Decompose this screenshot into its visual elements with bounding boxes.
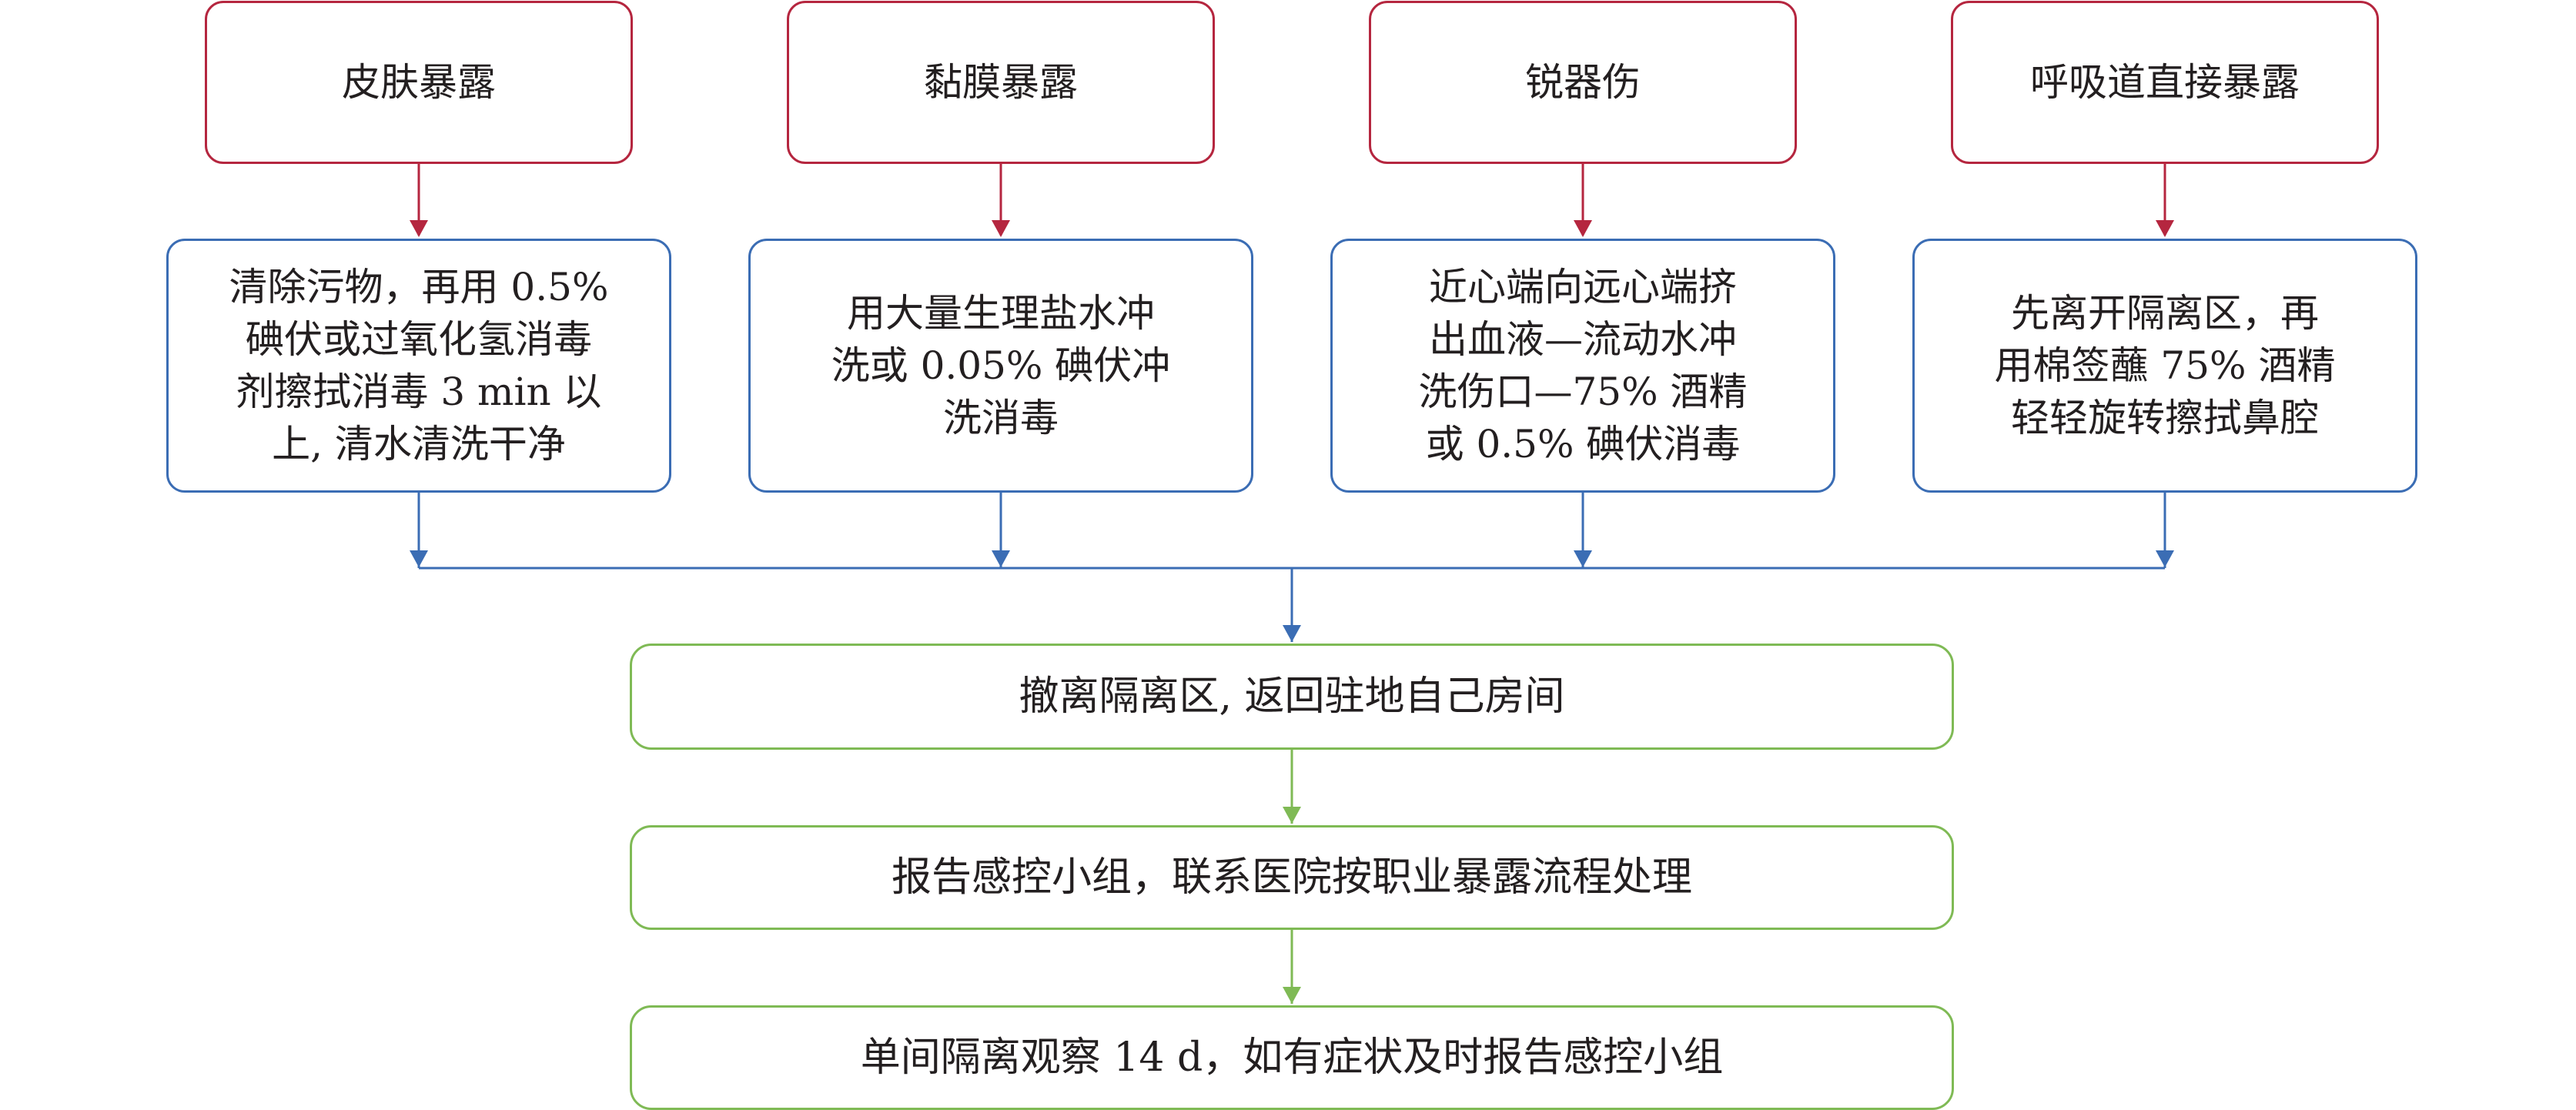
respiratory-exposure-label: 呼吸道直接暴露 (2030, 60, 2300, 105)
respiratory-treatment-label: 先离开隔离区，再 用棉签蘸 75% 酒精 轻轻旋转擦拭鼻腔 (1994, 291, 2336, 440)
arrowhead-sharp (1574, 220, 1592, 237)
arrowhead-evacuate (1283, 625, 1301, 642)
red-arrows (410, 163, 2174, 237)
mucosa-treatment-label: 用大量生理盐水冲 洗或 0.05% 碘伏冲 洗消毒 (831, 291, 1171, 440)
mucosa-exposure-label: 黏膜暴露 (924, 60, 1078, 105)
arrowhead-bus-2 (992, 550, 1010, 567)
sharp-treatment-box: 近心端向远心端挤 出血液—流动水冲 洗伤口—75% 酒精 或 0.5% 碘伏消毒 (1330, 239, 1835, 493)
sharp-treatment-label: 近心端向远心端挤 出血液—流动水冲 洗伤口—75% 酒精 或 0.5% 碘伏消毒 (1418, 265, 1748, 466)
sharp-injury-box: 锐器伤 (1369, 1, 1797, 164)
arrowhead-report (1283, 807, 1301, 824)
isolate-box: 单间隔离观察 14 d，如有症状及时报告感控小组 (630, 1005, 1954, 1110)
arrowhead-isolate (1283, 987, 1301, 1004)
report-label: 报告感控小组，联系医院按职业暴露流程处理 (891, 854, 1692, 901)
isolate-label: 单间隔离观察 14 d，如有症状及时报告感控小组 (860, 1035, 1724, 1081)
skin-exposure-box: 皮肤暴露 (205, 1, 633, 164)
arrowhead-skin (410, 220, 428, 237)
blue-arrows (410, 493, 2174, 642)
skin-treatment-label: 清除污物，再用 0.5% 碘伏或过氧化氢消毒 剂擦拭消毒 3 min 以 上, … (229, 265, 609, 466)
evacuate-box: 撤离隔离区, 返回驻地自己房间 (630, 644, 1954, 750)
arrowhead-mucosa (992, 220, 1010, 237)
arrowhead-bus-3 (1574, 550, 1592, 567)
sharp-injury-label: 锐器伤 (1525, 60, 1641, 105)
arrowhead-bus-4 (2156, 550, 2174, 567)
skin-exposure-label: 皮肤暴露 (342, 60, 496, 105)
evacuate-label: 撤离隔离区, 返回驻地自己房间 (1019, 674, 1565, 720)
respiratory-treatment-box: 先离开隔离区，再 用棉签蘸 75% 酒精 轻轻旋转擦拭鼻腔 (1912, 239, 2417, 493)
mucosa-exposure-box: 黏膜暴露 (787, 1, 1215, 164)
arrowhead-respiratory (2156, 220, 2174, 237)
respiratory-exposure-box: 呼吸道直接暴露 (1951, 1, 2379, 164)
report-box: 报告感控小组，联系医院按职业暴露流程处理 (630, 825, 1954, 930)
skin-treatment-box: 清除污物，再用 0.5% 碘伏或过氧化氢消毒 剂擦拭消毒 3 min 以 上, … (166, 239, 671, 493)
arrowhead-bus-1 (410, 550, 428, 567)
mucosa-treatment-box: 用大量生理盐水冲 洗或 0.05% 碘伏冲 洗消毒 (748, 239, 1253, 493)
green-arrows (1283, 750, 1301, 1004)
